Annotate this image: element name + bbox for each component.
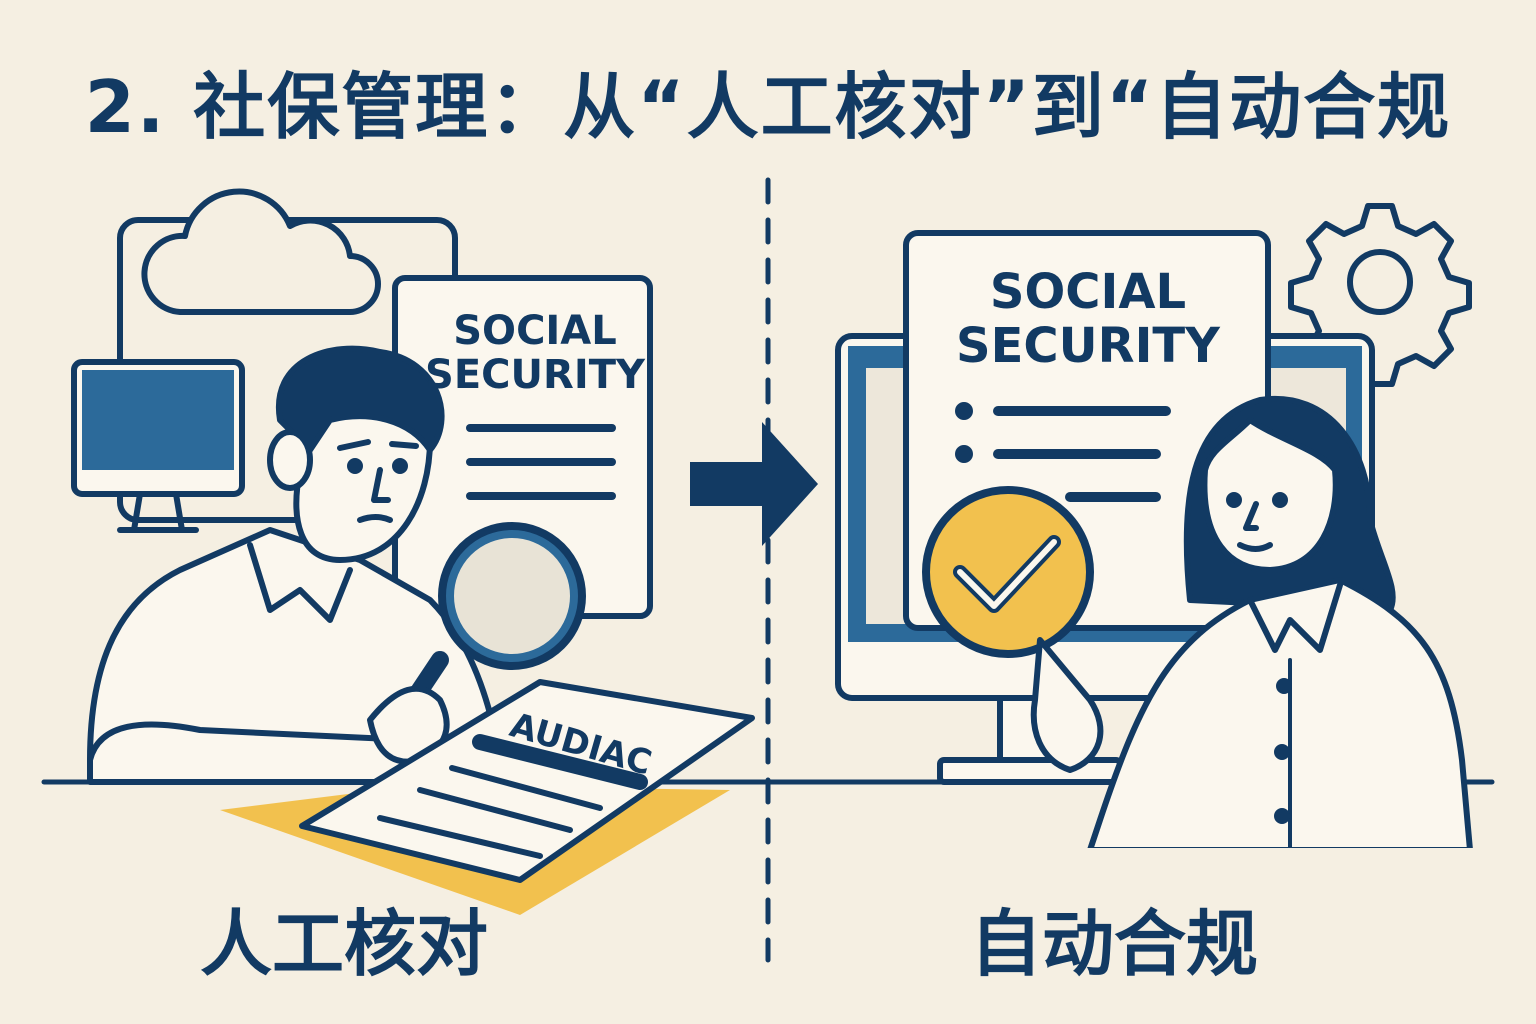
audit-paper xyxy=(220,679,755,915)
caption-manual-check: 人工核对 xyxy=(200,902,489,986)
page-title: 2. 社保管理：从“人工核对”到“自动合规 xyxy=(84,65,1452,149)
arrow-right-icon xyxy=(690,422,818,546)
left-doc-title-line2: SECURITY xyxy=(425,352,646,398)
check-badge-icon xyxy=(922,486,1094,658)
right-doc-title-line2: SECURITY xyxy=(956,318,1221,374)
left-doc-title-line1: SOCIAL xyxy=(453,308,617,354)
left-social-security-document xyxy=(392,275,653,619)
man-checking xyxy=(87,345,586,785)
cloud-icon xyxy=(141,188,381,315)
caption-auto-compliance: 自动合规 xyxy=(970,902,1259,986)
magnifier-icon xyxy=(438,522,586,670)
woman-approving xyxy=(1030,395,1473,853)
monitor-icon xyxy=(71,359,245,533)
right-doc-title-line1: SOCIAL xyxy=(990,264,1186,320)
